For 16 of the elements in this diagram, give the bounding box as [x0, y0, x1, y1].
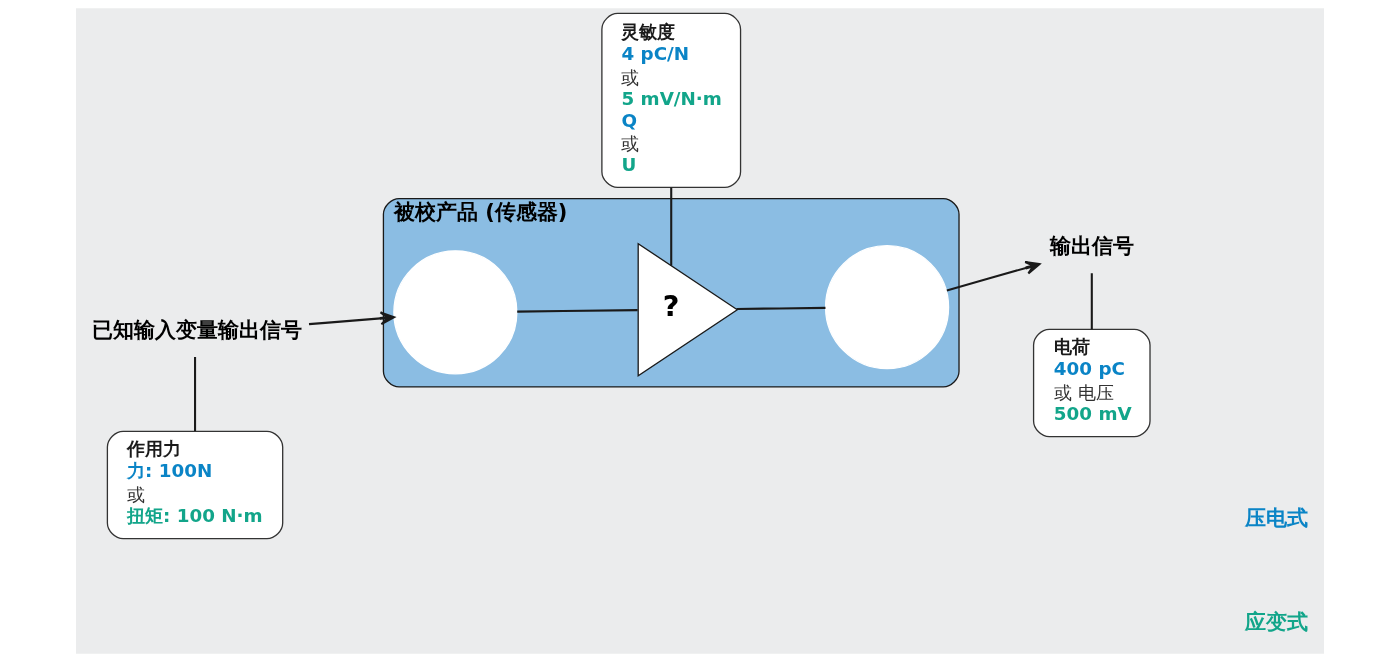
node-text: 已知输入变量输出信号 [91, 317, 302, 342]
node-circle [393, 250, 518, 375]
connector [517, 309, 638, 313]
connector [194, 357, 197, 432]
node-box: 作用力 力: 100N 或 扭矩: 100 N·m [106, 430, 284, 540]
connector [670, 187, 673, 266]
connector [1090, 273, 1093, 330]
arrow [946, 261, 1041, 292]
node-box: 灵敏度 4 pC/N 或 5 mV/N·m Q 或 U [601, 12, 742, 189]
node-circle [824, 245, 950, 370]
arrow [308, 311, 396, 326]
legend-label: 压电式 [1245, 506, 1309, 531]
node-box: 电荷 400 pC 或 电压 500 mV [1032, 328, 1151, 438]
legend-label: 应变式 [1245, 609, 1309, 634]
connector [736, 306, 826, 310]
node-text: 输出信号 [1049, 234, 1134, 259]
